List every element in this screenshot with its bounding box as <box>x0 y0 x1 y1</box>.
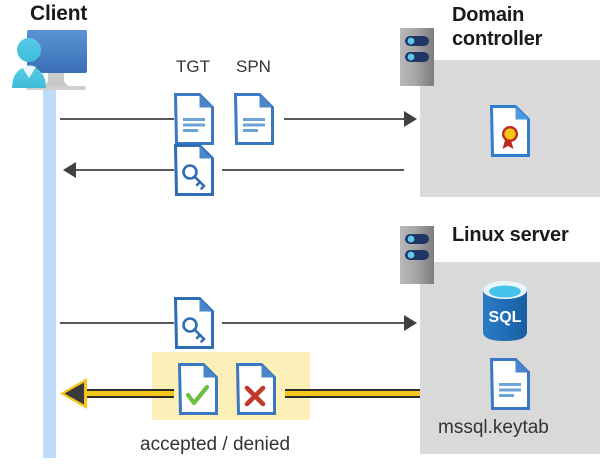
message-1-arrowhead <box>404 111 417 127</box>
domain-controller-title: Domain controller <box>452 4 543 50</box>
accepted-denied-label: accepted / denied <box>140 434 291 455</box>
service-ticket-document-key-icon <box>173 297 214 349</box>
linux-server-title: Linux server <box>452 224 569 246</box>
mssql-keytab-label: mssql.keytab <box>438 417 549 438</box>
message-3-arrowhead <box>404 315 417 331</box>
message-1-line-left <box>60 118 174 120</box>
domain-controller-server-rack-icon <box>400 28 434 86</box>
tgs-document-key-icon <box>173 144 214 196</box>
message-2-line-right <box>222 169 404 171</box>
message-4-arrowhead <box>60 377 88 410</box>
client-title: Client <box>30 2 88 25</box>
linux-server-rack-icon <box>400 226 434 284</box>
denied-document-cross-icon <box>235 363 276 415</box>
accepted-denied-highlight <box>152 352 310 420</box>
message-4-line-left <box>82 389 174 398</box>
tgt-label: TGT <box>176 57 210 76</box>
sql-database-icon: SQL <box>478 280 532 342</box>
message-3-line-left <box>60 322 174 324</box>
spn-document-lines-icon <box>233 93 274 145</box>
spn-label: SPN <box>236 57 271 76</box>
sql-label: SQL <box>489 309 522 326</box>
certificate-document-icon <box>489 105 530 157</box>
tgt-document-lines-icon <box>173 93 214 145</box>
accepted-document-check-icon <box>177 363 218 415</box>
user-monitor-icon <box>8 26 104 98</box>
message-3-line-right <box>222 322 404 324</box>
message-2-line-left <box>76 169 174 171</box>
message-1-line-right <box>284 118 404 120</box>
message-2-arrowhead <box>63 162 76 178</box>
keytab-document-icon <box>489 358 530 410</box>
client-lifeline <box>43 86 56 458</box>
message-4-line-right <box>285 389 420 398</box>
